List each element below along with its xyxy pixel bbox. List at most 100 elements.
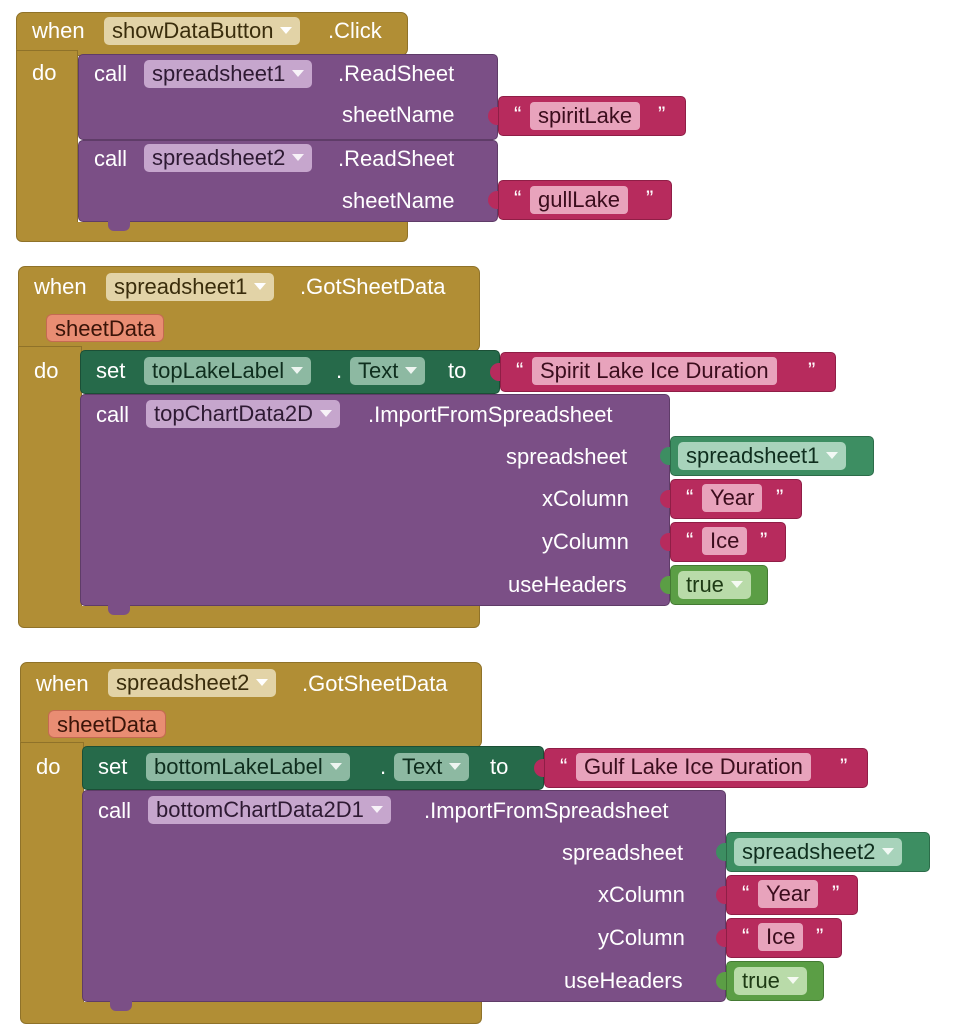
when-keyword: when [34,274,87,299]
chevron-down-icon [329,762,342,770]
component-dropdown-spreadsheet1[interactable]: spreadsheet1 [106,273,275,301]
component-dropdown-spreadsheet2[interactable]: spreadsheet2 [108,669,277,697]
call-keyword: call [94,146,128,171]
method-name: .ImportFromSpreadsheet [424,798,669,823]
component-dropdown-bottomlakelabel[interactable]: bottomLakeLabel [146,753,350,781]
chevron-down-icon [405,366,418,374]
close-quote: ” [840,754,848,779]
boolean-dropdown[interactable]: true [734,967,807,995]
chevron-down-icon [256,678,269,686]
close-quote: ” [760,528,768,553]
call-keyword: call [94,61,128,86]
call-block-importfromspreadsheet[interactable] [80,394,670,606]
chevron-down-icon [291,366,304,374]
socket-tab [716,972,726,990]
param-label-useheaders: useHeaders [508,572,627,597]
socket-tab [534,759,544,777]
socket-tab [660,490,670,508]
event-block-body-left [16,50,78,230]
dot-separator: . [380,754,387,779]
close-quote: ” [646,186,654,211]
property-dropdown-text[interactable]: Text [350,357,426,385]
event-name: .Click [328,18,382,43]
when-keyword: when [36,671,89,696]
chevron-down-icon [449,762,462,770]
close-quote: ” [808,358,816,383]
boolean-value: true [686,572,724,597]
open-quote: “ [514,186,522,211]
param-sheetdata[interactable]: sheetData [48,710,167,738]
method-name: .ImportFromSpreadsheet [368,402,613,427]
event-block-bottom-bar [20,1002,482,1024]
text-value[interactable]: Ice [758,923,804,951]
text-value[interactable]: Spirit Lake Ice Duration [532,357,777,385]
close-quote: ” [658,102,666,127]
boolean-value: true [742,968,780,993]
block-notch [110,1001,132,1011]
dot-separator: . [336,358,343,383]
property-dropdown-text[interactable]: Text [394,753,470,781]
do-keyword: do [32,60,57,85]
component-name: spreadsheet2 [152,145,286,170]
socket-tab [716,886,726,904]
component-name: bottomChartData2D1 [156,797,364,822]
param-label-xcolumn: xColumn [542,486,629,511]
socket-tab [488,191,498,209]
set-keyword: set [96,358,126,383]
component-dropdown-toplakelabel[interactable]: topLakeLabel [144,357,312,385]
event-name: .GotSheetData [302,671,448,696]
set-keyword: set [98,754,128,779]
component-name: topChartData2D [154,401,313,426]
do-keyword: do [34,358,59,383]
close-quote: ” [816,924,824,949]
method-name: .ReadSheet [338,61,455,86]
call-keyword: call [98,798,132,823]
text-value[interactable]: Ice [702,527,748,555]
component-dropdown-spreadsheet2[interactable]: spreadsheet2 [734,838,903,866]
component-name: spreadsheet2 [116,670,250,695]
param-label-spreadsheet: spreadsheet [506,444,628,469]
open-quote: “ [742,924,750,949]
event-block-body-left [18,346,82,616]
param-sheetdata[interactable]: sheetData [46,314,165,342]
component-dropdown-topchartdata2d[interactable]: topChartData2D [146,400,340,428]
component-dropdown-bottomchartdata2d1[interactable]: bottomChartData2D1 [148,796,391,824]
component-name: spreadsheet2 [742,839,876,864]
component-name: spreadsheet1 [114,274,248,299]
block-notch [108,605,130,615]
boolean-dropdown[interactable]: true [678,571,751,599]
socket-tab [660,576,670,594]
socket-tab [716,929,726,947]
component-name: spreadsheet1 [152,61,286,86]
open-quote: “ [686,485,694,510]
text-value[interactable]: Gulf Lake Ice Duration [576,753,811,781]
component-name: bottomLakeLabel [154,754,323,779]
param-label-useheaders: useHeaders [564,968,683,993]
call-block-importfromspreadsheet[interactable] [82,790,726,1002]
socket-tab [490,363,500,381]
text-value[interactable]: Year [702,484,763,512]
component-dropdown-showdatabutton[interactable]: showDataButton [104,17,301,45]
param-label-sheetname: sheetName [342,102,455,127]
param-label-sheetname: sheetName [342,188,455,213]
socket-tab [488,107,498,125]
text-value[interactable]: Year [758,880,819,908]
component-name: spreadsheet1 [686,443,820,468]
event-block-bottom-bar [18,606,480,628]
socket-tab [660,447,670,465]
component-dropdown-spreadsheet1[interactable]: spreadsheet1 [678,442,847,470]
component-name: showDataButton [112,18,274,43]
component-dropdown-spreadsheet2[interactable]: spreadsheet2 [144,144,313,172]
to-keyword: to [448,358,467,383]
text-value[interactable]: gullLake [530,186,628,214]
event-block-bottom-bar [16,222,408,242]
component-dropdown-spreadsheet1[interactable]: spreadsheet1 [144,60,313,88]
to-keyword: to [490,754,509,779]
property-name: Text [358,358,399,383]
chevron-down-icon [319,409,332,417]
socket-tab [660,533,670,551]
text-value[interactable]: spiritLake [530,102,641,130]
open-quote: “ [686,528,694,553]
open-quote: “ [742,881,750,906]
event-block-body-left [20,742,84,1012]
